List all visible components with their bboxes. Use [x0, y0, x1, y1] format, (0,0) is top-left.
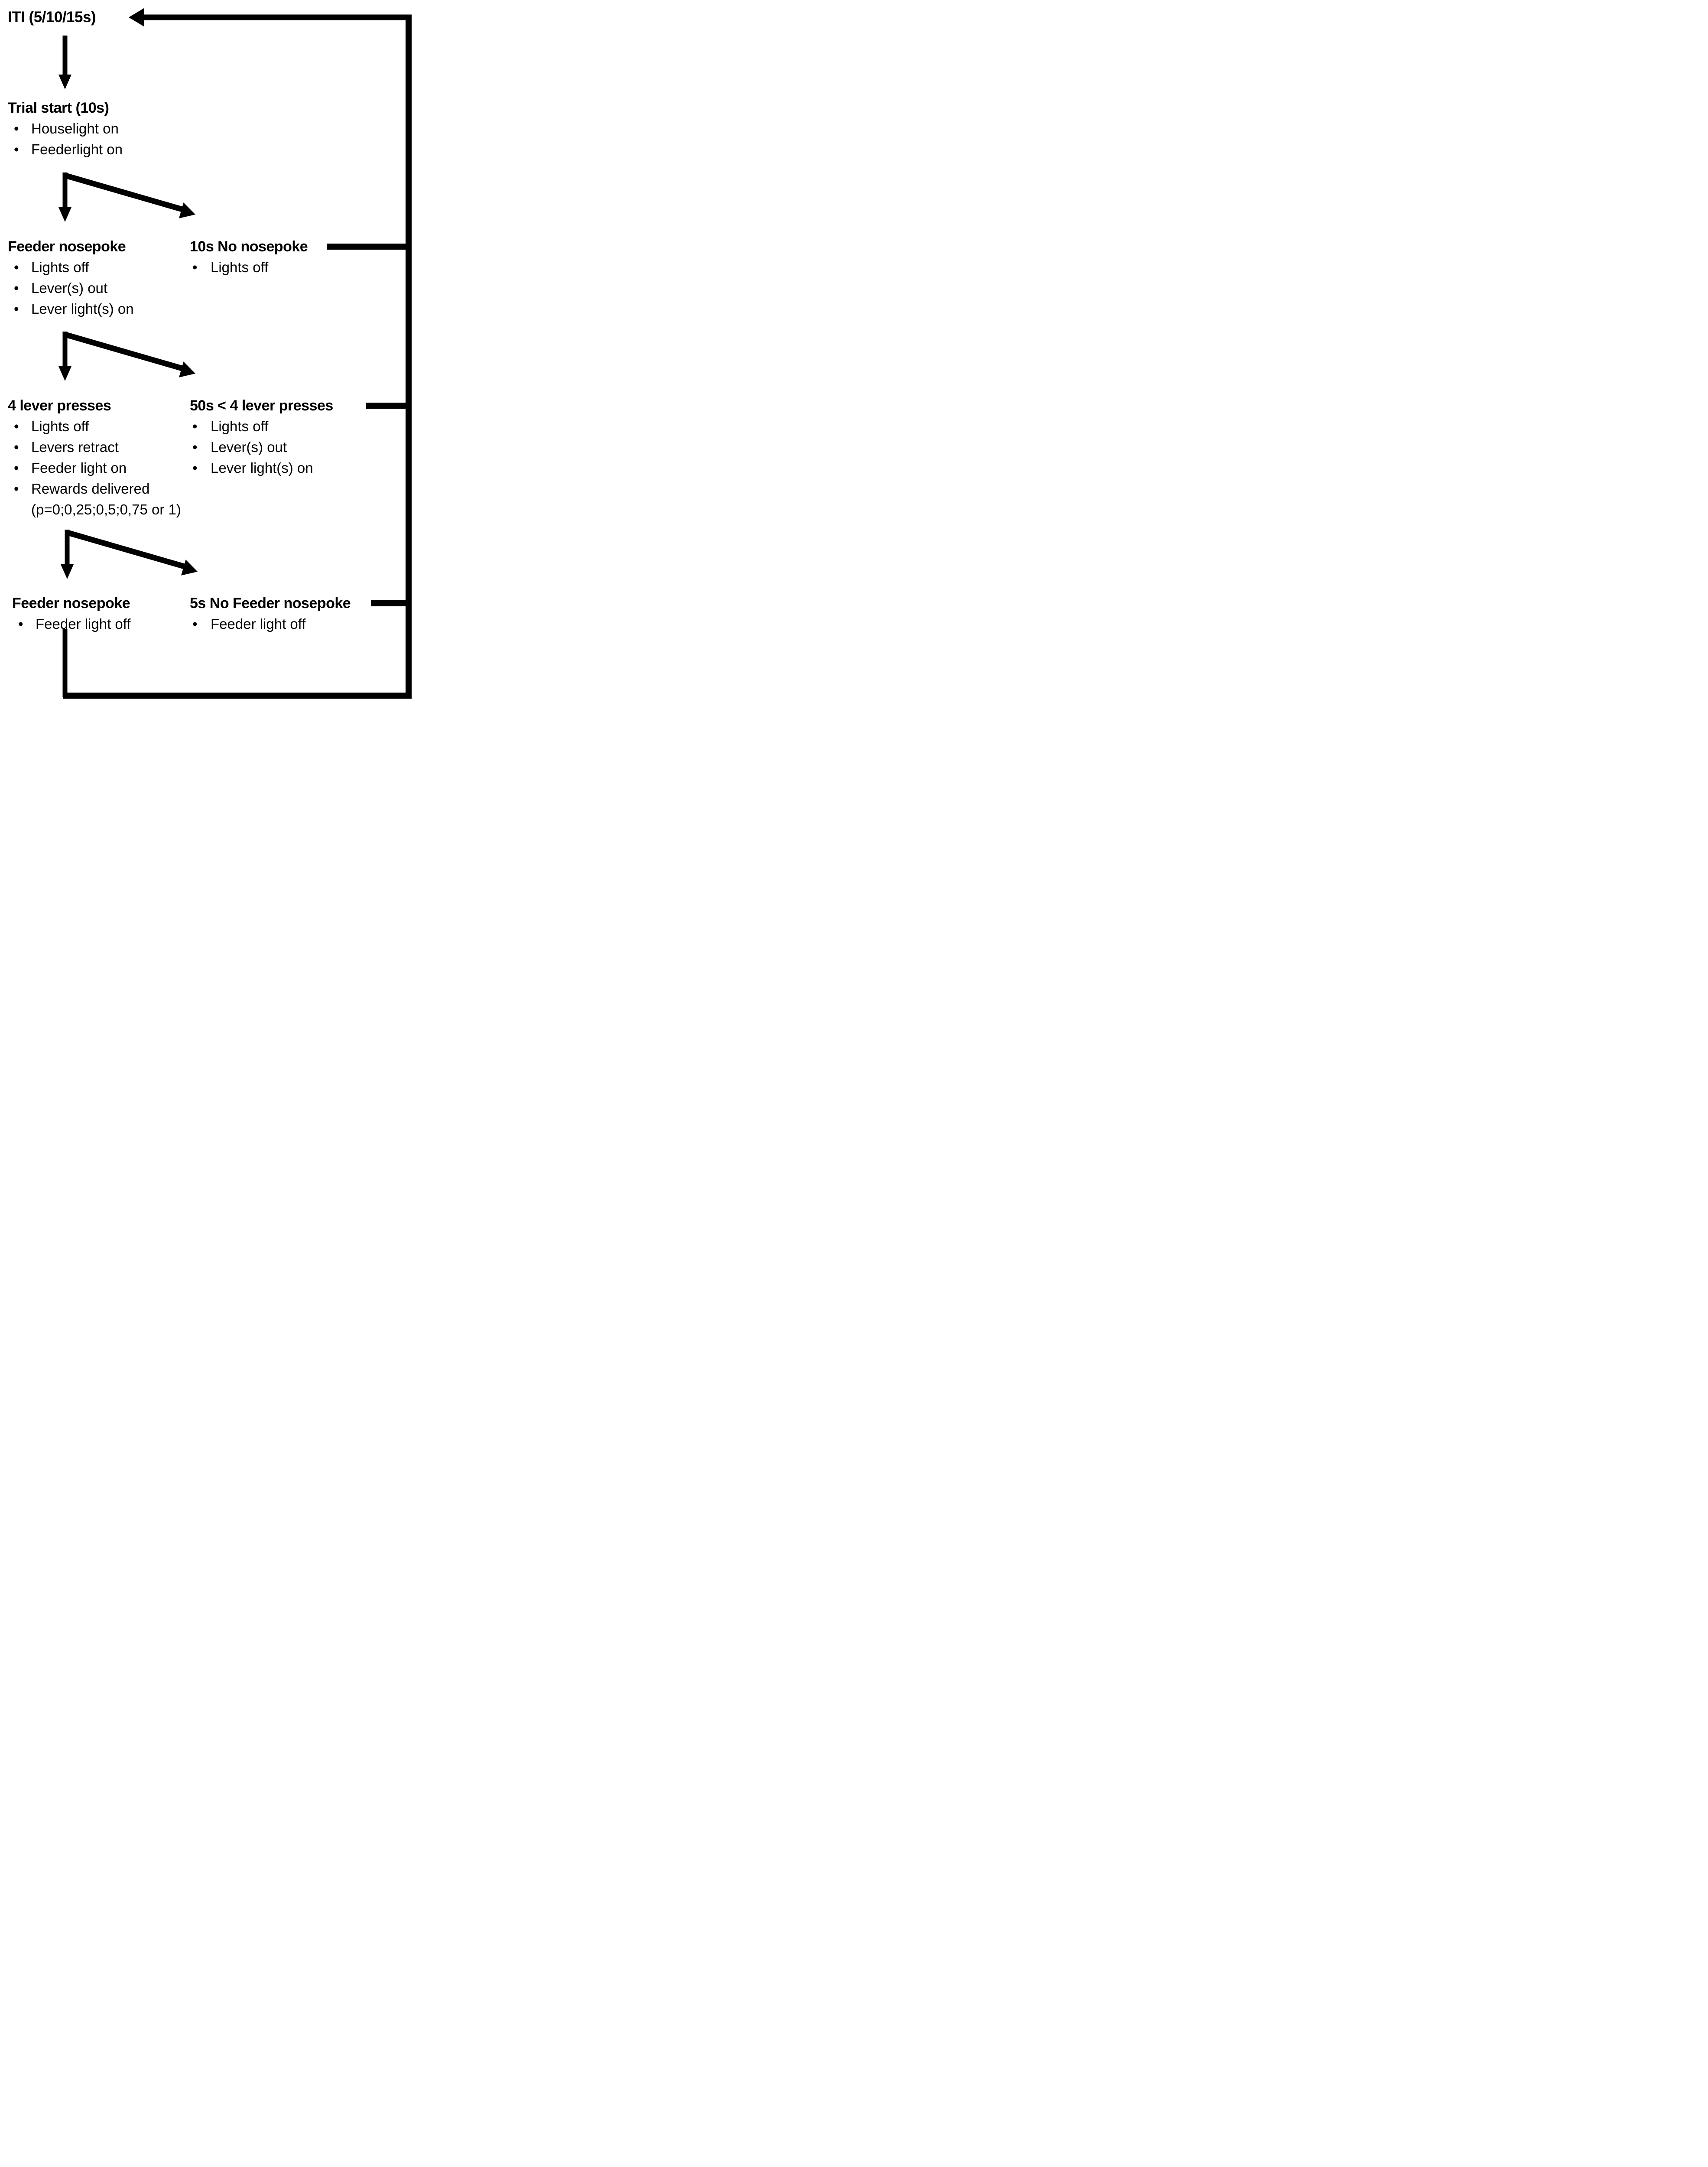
bullet-text: Lights off	[211, 259, 269, 275]
bullet-text: Feeder light off	[36, 616, 131, 632]
bullet-icon: •	[192, 418, 198, 434]
bullet-item: • Lever(s) out	[8, 278, 134, 299]
bullet-icon: •	[14, 141, 19, 157]
flow-diagram: ITI (5/10/15s) Trial start (10s) • House…	[0, 0, 427, 715]
bullet-text: Levers retract	[31, 439, 119, 455]
bullet-continuation-text: (p=0;0,25;0,5;0,75 or 1)	[31, 501, 181, 517]
block-title: Feeder nosepoke	[12, 595, 130, 612]
under-four-lever-presses-block: 50s < 4 lever presses • Lights off • Lev…	[190, 395, 333, 478]
iti-down-arrow-icon	[58, 36, 71, 89]
bullet-item: • Feeder light on	[8, 458, 181, 478]
reward-split-arrow-icon	[61, 530, 198, 579]
bullet-text: Lever light(s) on	[211, 460, 313, 476]
bullet-text: Lever light(s) on	[31, 301, 134, 317]
iti-heading: ITI (5/10/15s)	[8, 9, 96, 26]
bullet-text: Lights off	[31, 259, 89, 275]
bullet-icon: •	[192, 616, 198, 632]
block-title: Trial start (10s)	[8, 100, 109, 116]
bullet-icon: •	[14, 439, 19, 455]
arrow-left-icon	[129, 8, 144, 26]
bullet-item: • Rewards delivered	[8, 478, 181, 499]
bullet-item: • Lights off	[190, 416, 333, 437]
bullet-text: Feeder light on	[31, 460, 127, 476]
bullet-icon: •	[14, 481, 19, 497]
bullet-text: Lights off	[31, 418, 89, 434]
bullet-item: • Lever(s) out	[190, 437, 333, 458]
bullet-item: • Feederlight on	[8, 139, 123, 160]
block-title: 50s < 4 lever presses	[190, 397, 333, 414]
bullet-icon: •	[14, 460, 19, 476]
bullet-item: • Lights off	[8, 257, 134, 278]
block-title: 4 lever presses	[8, 397, 111, 414]
bullet-icon: •	[14, 120, 19, 137]
bullet-icon: •	[18, 616, 23, 632]
bullet-text: Feeder light off	[211, 616, 306, 632]
bullet-icon: •	[192, 439, 198, 455]
bullet-item: • Levers retract	[8, 437, 181, 458]
bullet-item: • Feeder light off	[190, 614, 351, 634]
bullet-item: • Lever light(s) on	[190, 458, 333, 478]
bullet-item: • Lever light(s) on	[8, 299, 134, 319]
bullet-text: Lights off	[211, 418, 269, 434]
bullet-icon: •	[14, 280, 19, 296]
bullet-text: Lever(s) out	[211, 439, 287, 455]
feeder-nosepoke-block: Feeder nosepoke • Lights off • Lever(s) …	[8, 236, 134, 319]
bullet-text: Lever(s) out	[31, 280, 108, 296]
no-nosepoke-block: 10s No nosepoke • Lights off	[190, 236, 308, 278]
bullet-item: • Feeder light off	[12, 614, 131, 634]
bullet-icon: •	[192, 259, 198, 275]
bullet-icon: •	[14, 301, 19, 317]
block-title: Feeder nosepoke	[8, 238, 126, 255]
return-loop-line	[62, 8, 412, 699]
four-lever-presses-block: 4 lever presses • Lights off • Levers re…	[8, 395, 181, 520]
bullet-text: Houselight on	[31, 120, 119, 137]
feeder-nosepoke-final-block: Feeder nosepoke • Feeder light off	[12, 593, 131, 634]
bullet-text: Rewards delivered	[31, 481, 150, 497]
flow-arrows	[58, 8, 412, 699]
feeder-split-arrow-icon	[58, 332, 195, 381]
trial-split-arrow-icon	[58, 172, 195, 222]
trial-start-block: Trial start (10s) • Houselight on • Feed…	[8, 98, 123, 160]
bullet-icon: •	[192, 460, 198, 476]
bullet-icon: •	[14, 418, 19, 434]
bullet-item: • Lights off	[190, 257, 308, 278]
bullet-item: • Houselight on	[8, 118, 123, 139]
bullet-text: Feederlight on	[31, 141, 123, 157]
no-feeder-nosepoke-block: 5s No Feeder nosepoke • Feeder light off	[190, 593, 351, 634]
block-title: 5s No Feeder nosepoke	[190, 595, 351, 612]
bullet-item: • Lights off	[8, 416, 181, 437]
bullet-icon: •	[14, 259, 19, 275]
block-title: 10s No nosepoke	[190, 238, 308, 255]
